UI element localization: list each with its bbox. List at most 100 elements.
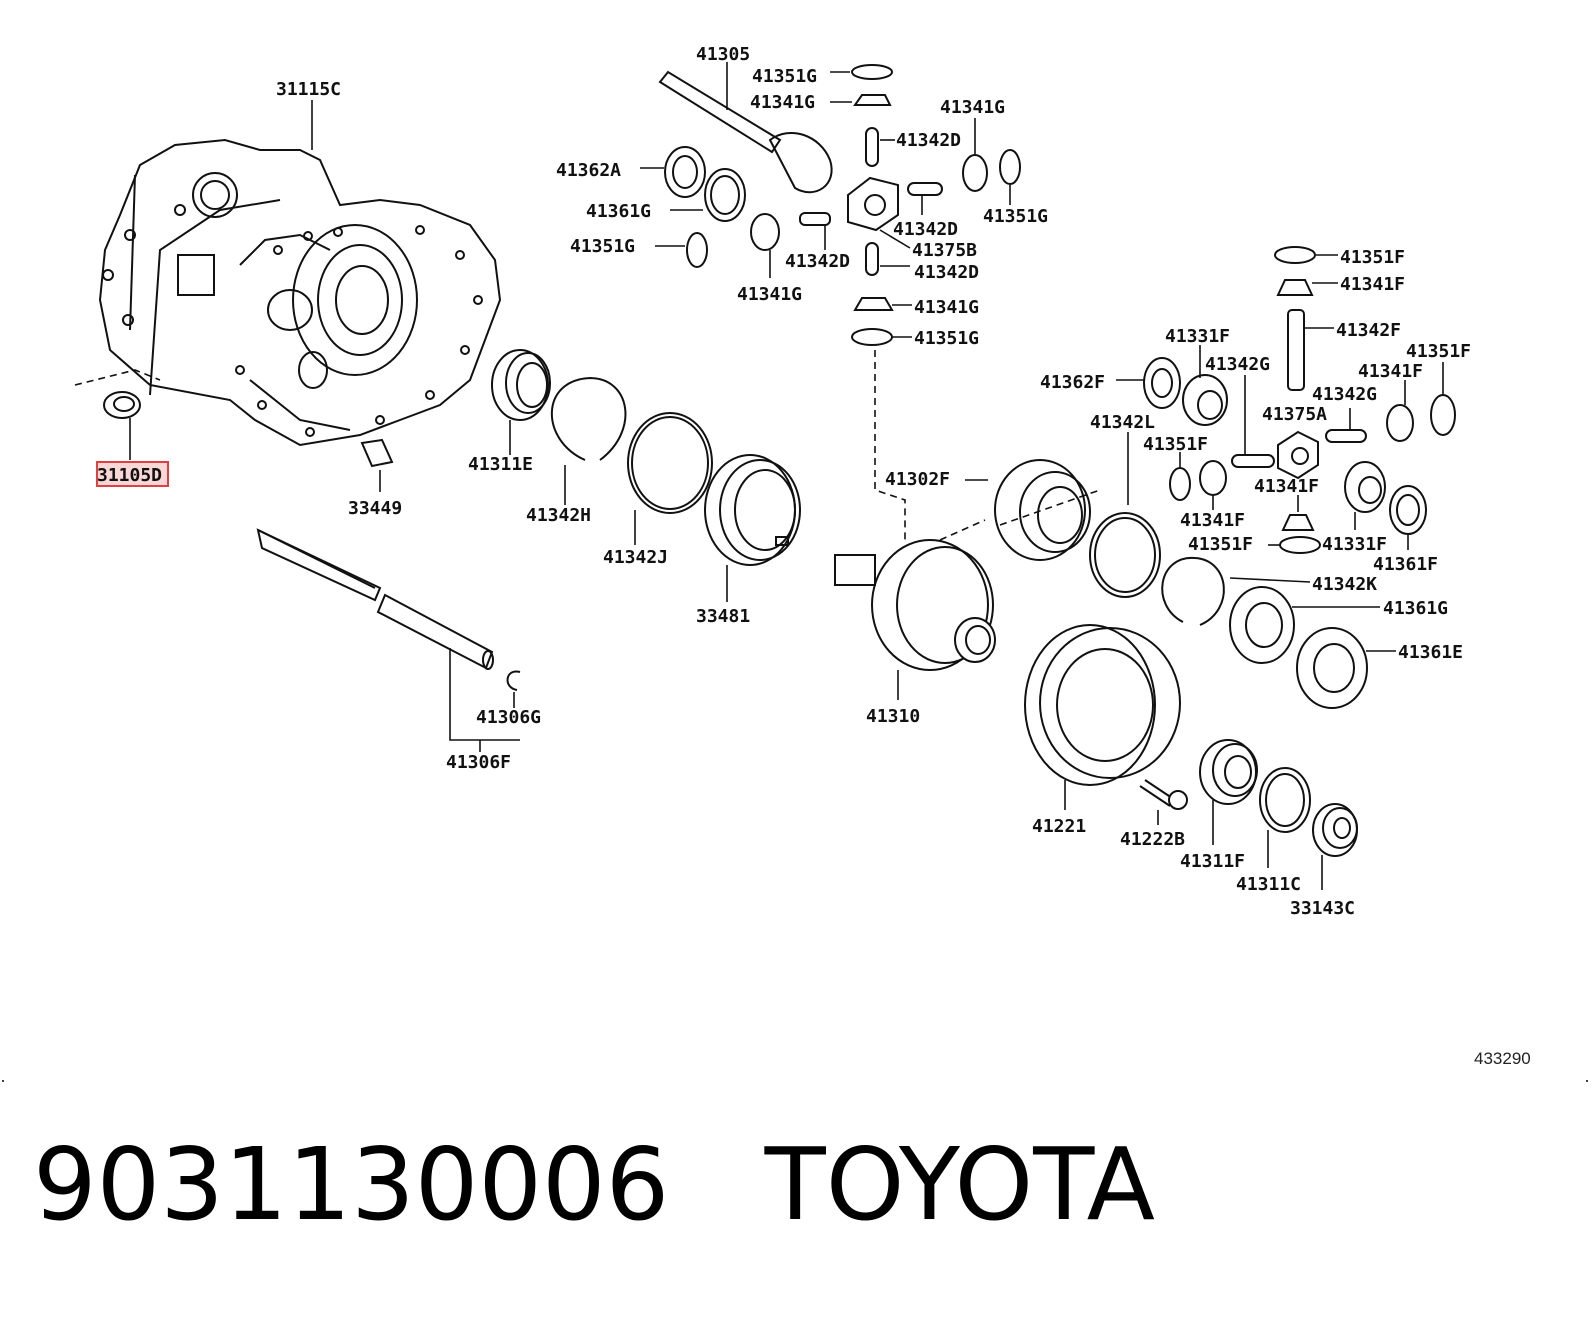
part-label: 41311E [468,454,533,475]
part-label: 41310 [866,706,920,727]
gear-41331F-b[interactable]: 41331F [1322,461,1387,555]
pin-41342D-c[interactable]: 41342D [865,242,979,283]
washer-41362A[interactable]: 41362A [556,146,706,198]
washer-41362F[interactable]: 41362F [1040,357,1181,409]
synchro-33481[interactable]: 33481 [696,454,801,627]
pin-41342D-d[interactable]: 41342D [785,212,850,272]
case-41375B[interactable]: 41375B [847,176,977,261]
part-label: 41342F [1336,320,1401,341]
gear-41341G-a[interactable]: 41341G [750,92,892,113]
ring-gear-41221[interactable]: 41221 [1024,624,1181,837]
part-label: 41342G [1205,354,1270,375]
snap-ring-41342K[interactable]: 41342K [1161,556,1377,626]
part-label: 41342G [1312,384,1377,405]
part-label: 41306F [446,752,511,773]
shaft-41305[interactable]: 41305 [658,44,833,194]
caption: 9031130006 TOYOTA [33,1135,1155,1235]
pin-41342D-a[interactable]: 41342D [865,127,961,167]
gear-41341G-d[interactable]: 41341G [853,297,979,318]
gear-41341F-d[interactable]: 41341F [1254,476,1319,531]
gear-41341G-c[interactable]: 41341G [940,97,1005,192]
figure-reference: 433290 [1474,1049,1531,1068]
part-label: 41311F [1180,851,1245,872]
seal-33143C[interactable]: 33143C [1290,803,1358,919]
part-label: 41306G [476,707,541,728]
diff-41310[interactable]: 41310 [834,539,996,727]
part-label: 41351G [570,236,635,257]
part-label: 41351F [1143,434,1208,455]
part-label: 41351G [983,206,1048,227]
gear-41341F-b[interactable]: 41341F [1358,361,1423,442]
part-label: 31115C [276,79,341,100]
part-label: 41361G [586,201,651,222]
part-label: 41342H [526,505,591,526]
label-31115C: 31115C [276,79,341,150]
washer-41351G-d[interactable]: 41351G [983,149,1048,227]
part-label: 41222B [1120,829,1185,850]
washer-41361G-a[interactable]: 41361G [586,168,746,222]
pin-41342F[interactable]: 41342F [1287,309,1401,391]
part-label: 41361G [1383,598,1448,619]
gear-41331F-a[interactable]: 41331F [1165,326,1230,426]
washer-41361E[interactable]: 41361E [1296,627,1463,709]
part-label: 33481 [696,606,750,627]
snap-ring-41342H[interactable]: 41342H [526,376,627,526]
gear-41341F-a[interactable]: 41341F [1276,274,1405,296]
part-label: 41341F [1358,361,1423,382]
part-label: 41351G [914,328,979,349]
oil-seal-31105D[interactable]: 31105D [74,369,169,487]
part-label: 41362F [1040,372,1105,393]
part-label: 41341G [914,297,979,318]
pin-41342G-a[interactable]: 41342G [1205,354,1275,468]
part-label: 41302F [885,469,950,490]
part-label: 41342D [914,262,979,283]
ring-41342L[interactable]: 41342L [1089,412,1161,598]
part-label: 41342K [1312,574,1377,595]
part-label: 41342J [603,547,668,568]
part-label: 41341F [1180,510,1245,531]
part-label: 41331F [1322,534,1387,555]
case-41375A[interactable]: 41375A [1262,404,1327,480]
plate-33449[interactable]: 33449 [348,438,402,519]
part-label: 31105D [97,465,162,486]
part-label: 41341G [940,97,1005,118]
bearing-41311F[interactable]: 41311F [1180,739,1258,872]
part-number: 9031130006 [33,1126,670,1243]
washer-41351F-a[interactable]: 41351F [1274,246,1405,268]
gear-41341F-c[interactable]: 41341F [1180,460,1245,531]
washer-41351F-b[interactable]: 41351F [1406,341,1471,436]
bearing-41311E[interactable]: 41311E [468,349,551,475]
clip-41306G[interactable]: 41306G [476,670,541,728]
washer-41351G-c[interactable]: 41351G [851,328,979,349]
shaft-41306F[interactable]: 41306F [256,528,520,773]
part-label: 41362A [556,160,621,181]
washer-41361F[interactable]: 41361F [1373,485,1438,575]
transmission-housing[interactable] [98,138,502,447]
part-label: 41351F [1406,341,1471,362]
washer-41351F-c[interactable]: 41351F [1143,434,1208,501]
gear-41341G-b[interactable]: 41341G [737,213,802,305]
part-label: 41342D [785,251,850,272]
washer-41351G-b[interactable]: 41351G [570,232,708,268]
part-label: 41341F [1340,274,1405,295]
ring-41342J[interactable]: 41342J [603,412,713,568]
part-label: 41342D [893,219,958,240]
washer-41351F-d[interactable]: 41351F [1188,534,1321,555]
pin-41342D-b[interactable]: 41342D [893,182,958,240]
part-label: 41361E [1398,642,1463,663]
part-label: 41342D [896,130,961,151]
part-label: 41221 [1032,816,1086,837]
washer-41361G-b[interactable]: 41361G [1229,586,1448,664]
washer-41351G-a[interactable]: 41351G [752,64,893,87]
pin-41342G-b[interactable]: 41342G [1312,384,1377,443]
part-label: 41351G [752,66,817,87]
part-label: 41361F [1373,554,1438,575]
part-label: 33143C [1290,898,1355,919]
part-label: 33449 [348,498,402,519]
part-label: 41341F [1254,476,1319,497]
bolt-41222B[interactable]: 41222B [1120,779,1188,850]
diff-case-41302F[interactable]: 41302F [874,350,1091,561]
part-label: 41305 [696,44,750,65]
race-41311C[interactable]: 41311C [1236,767,1311,895]
highlight-box [96,461,169,487]
